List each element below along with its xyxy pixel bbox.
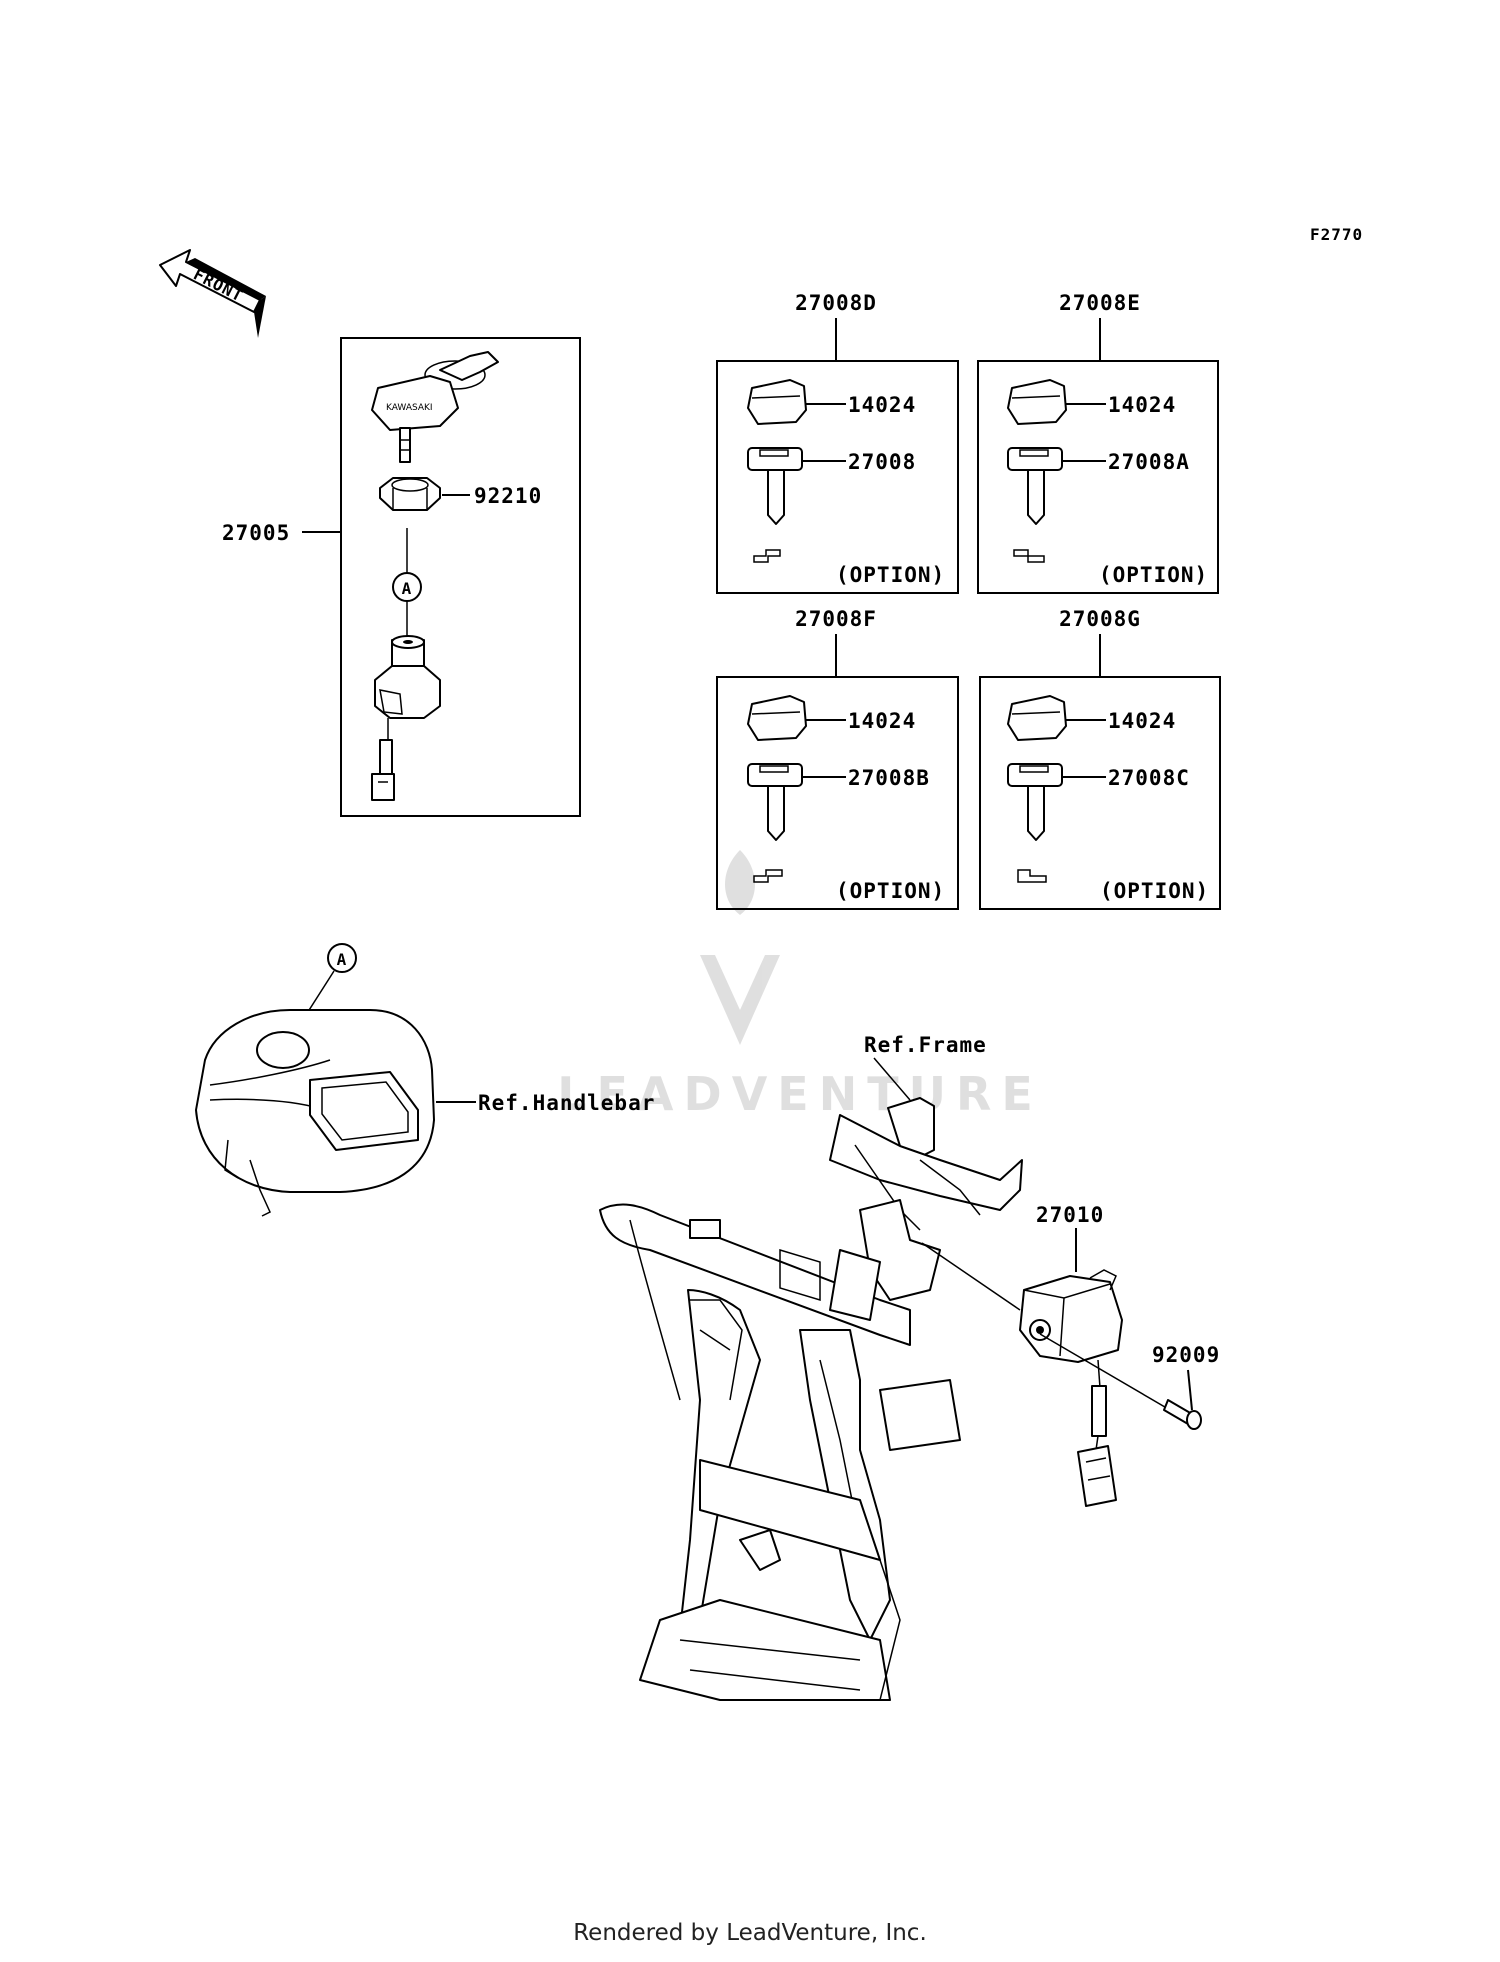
frame-icon: [599, 1097, 1023, 1701]
key-cap-icon: [747, 695, 807, 741]
key-kit-e: 27008E 14024 27008A (OPTION): [977, 291, 1219, 594]
watermark-text: LEADVENTURE: [557, 1067, 1043, 1121]
label-92009: 92009: [1152, 1343, 1220, 1367]
label-27008e: 27008E: [1059, 291, 1141, 315]
label-ref-frame: Ref.Frame: [864, 1033, 987, 1057]
key-kit-d: 27008D 14024 27008 (OPTION): [716, 291, 959, 594]
ref-a-label-top: A: [402, 579, 413, 598]
figure-code: F2770: [1310, 225, 1363, 244]
label-27008b: 27008B: [848, 766, 930, 790]
label-27008c: 27008C: [1108, 766, 1190, 790]
label-27008f: 27008F: [795, 607, 877, 631]
ref-a-marker-bottom: [327, 943, 357, 973]
ignition-assembly-box: [340, 337, 581, 817]
front-arrow-icon: FRONT: [159, 249, 266, 338]
footer-credit: Rendered by LeadVenture, Inc.: [573, 1920, 927, 1946]
label-14024-g: 14024: [1108, 709, 1176, 733]
label-27008g: 27008G: [1059, 607, 1141, 631]
key-code-tag-icon: [753, 549, 781, 563]
ignition-switch-body-icon: [371, 635, 441, 801]
key-cap-icon: [747, 379, 807, 425]
label-92210: 92210: [474, 484, 542, 508]
option-label-f: (OPTION): [836, 879, 945, 903]
ignition-key-icon: KAWASAKI: [371, 351, 499, 463]
key-blank-icon: [1007, 447, 1063, 525]
label-27010: 27010: [1036, 1203, 1104, 1227]
label-27005: 27005: [222, 521, 290, 545]
key-kit-g: 27008G 14024 27008C (OPTION): [979, 607, 1221, 910]
ref-a-label-bottom: A: [337, 950, 348, 969]
label-14024-e: 14024: [1108, 393, 1176, 417]
option-label-g: (OPTION): [1100, 879, 1209, 903]
label-27008a: 27008A: [1108, 450, 1190, 474]
label-14024-f: 14024: [848, 709, 916, 733]
key-code-tag-icon: [1013, 549, 1045, 563]
key-cap-icon: [1007, 695, 1067, 741]
key-code-tag-icon: [1017, 869, 1047, 883]
screw-icon: [1163, 1399, 1202, 1430]
option-label-e: (OPTION): [1099, 563, 1208, 587]
key-blank-icon: [747, 447, 803, 525]
ignition-switch-icon: [1019, 1269, 1123, 1507]
key-blank-icon: [1007, 763, 1063, 841]
nut-icon: [379, 477, 441, 511]
label-ref-handlebar: Ref.Handlebar: [478, 1091, 655, 1115]
key-kit-f: 27008F 14024 27008B (OPTION): [716, 607, 959, 910]
option-label-d: (OPTION): [836, 563, 945, 587]
label-27008d: 27008D: [795, 291, 877, 315]
watermark: LEADVENTURE: [557, 850, 1043, 1121]
key-cap-icon: [1007, 379, 1067, 425]
key-blank-icon: [747, 763, 803, 841]
svg-text:KAWASAKI: KAWASAKI: [386, 403, 433, 413]
handlebar-cover-icon: [195, 1009, 435, 1217]
key-code-tag-icon: [753, 869, 783, 883]
label-27008: 27008: [848, 450, 916, 474]
label-14024-d: 14024: [848, 393, 916, 417]
